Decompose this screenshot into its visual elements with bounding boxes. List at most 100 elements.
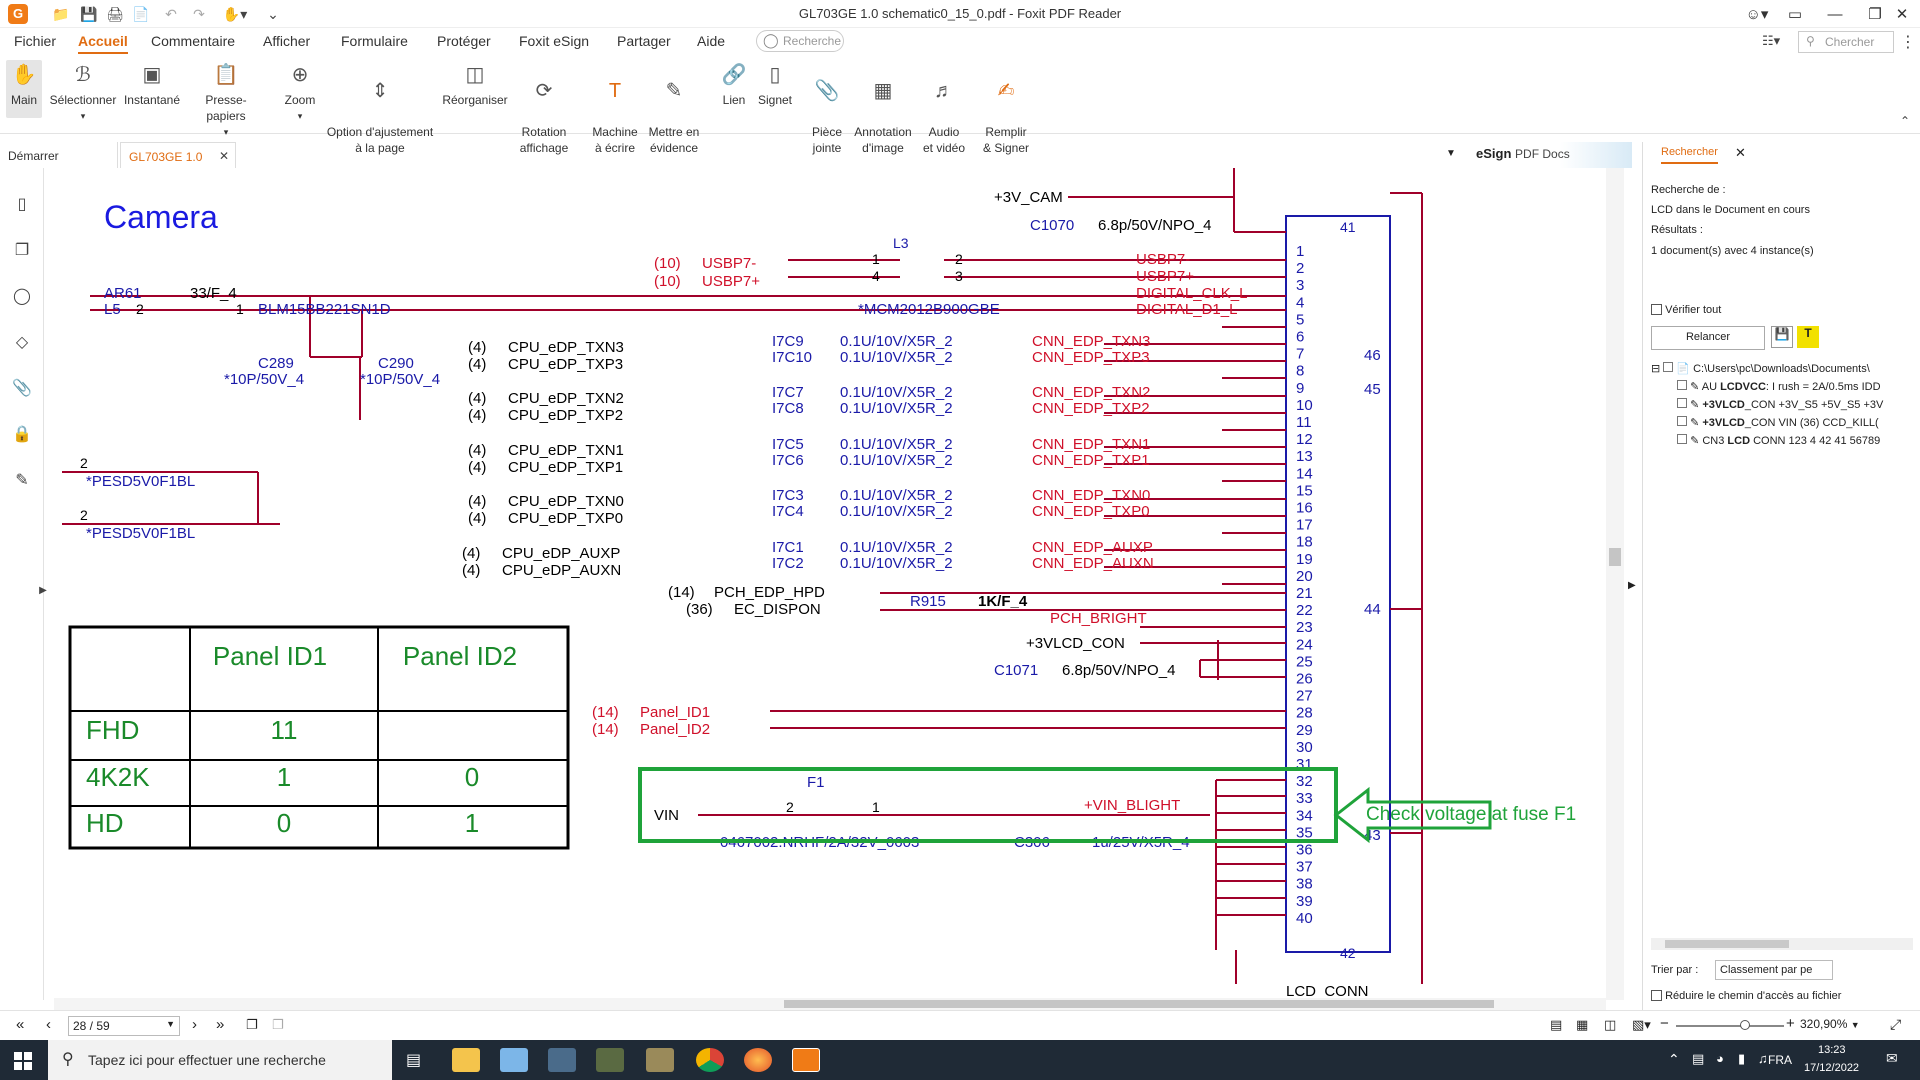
ribbon-rotate[interactable]: ⟳ Rotation affichage: [514, 60, 574, 172]
find-options-icon[interactable]: ☷▾: [1762, 33, 1781, 48]
task-view-icon[interactable]: ▤: [406, 1052, 422, 1069]
redo-icon[interactable]: ↷: [193, 5, 205, 22]
zoom-level-select[interactable]: 320,90% ▼: [1800, 1017, 1860, 1031]
ribbon-link[interactable]: 🔗 Lien: [716, 60, 752, 108]
comments-panel-icon[interactable]: ◯: [13, 288, 31, 305]
save-results-icon[interactable]: 💾: [1771, 326, 1793, 348]
ribbon-hand[interactable]: ✋ Main: [6, 60, 42, 118]
layers-panel-icon[interactable]: ◇: [15, 334, 29, 351]
page-number-input[interactable]: 28 / 59 ▼: [68, 1016, 180, 1036]
menu-search-input[interactable]: ◯ Recherche: [756, 30, 844, 52]
fullscreen-icon[interactable]: ⤢: [1890, 1016, 1902, 1032]
copy-icon[interactable]: ❐: [246, 1017, 258, 1032]
zoom-slider-thumb[interactable]: [1740, 1020, 1750, 1030]
collapse-ribbon-icon[interactable]: ⌃: [1900, 114, 1911, 128]
ribbon-typewriter[interactable]: T Machine à écrire: [586, 60, 644, 172]
paste-icon[interactable]: ❐: [272, 1017, 284, 1032]
account-icon[interactable]: ☺▾: [1745, 6, 1769, 23]
check-all-checkbox[interactable]: Vérifier tout: [1651, 304, 1721, 316]
security-panel-icon[interactable]: 🔒: [12, 426, 32, 443]
ribbon-zoom[interactable]: ⊕ Zoom ▾: [280, 60, 320, 124]
chrome-icon[interactable]: [696, 1048, 724, 1072]
ribbon-fill-sign[interactable]: ✍ Remplir & Signer: [978, 60, 1034, 172]
clock-time[interactable]: 13:23: [1818, 1044, 1846, 1056]
battery-icon[interactable]: ▮: [1738, 1051, 1746, 1066]
collapse-right-panel-icon[interactable]: ▶: [1628, 580, 1636, 591]
notifications-icon[interactable]: ✉: [1886, 1050, 1898, 1066]
result-item[interactable]: ✎ +3VLCD_CON VIN (36) CCD_KILL(: [1677, 416, 1913, 429]
restore-layout-icon[interactable]: ▭: [1787, 6, 1803, 23]
h-scroll-thumb[interactable]: [784, 1000, 1494, 1008]
menu-view[interactable]: Afficher: [263, 33, 311, 49]
zoom-slider[interactable]: [1676, 1020, 1784, 1030]
ribbon-select[interactable]: ℬ Sélectionner ▾: [48, 60, 118, 124]
tab-document[interactable]: GL703GE 1.0 sc... ✕: [120, 142, 236, 178]
reduce-path-checkbox[interactable]: Réduire le chemin d'accès au fichier: [1651, 990, 1841, 1002]
zoom-in-icon[interactable]: +: [1786, 1015, 1795, 1032]
save-icon[interactable]: 💾: [80, 5, 98, 22]
firefox-icon[interactable]: [744, 1048, 772, 1072]
continuous-view-icon[interactable]: ▦: [1576, 1017, 1589, 1032]
result-item[interactable]: ✎ AU LCDVCC: I rush = 2A/0.5ms IDD: [1677, 380, 1913, 393]
tab-start[interactable]: Démarrer: [0, 142, 118, 168]
clock-date[interactable]: 17/12/2022: [1804, 1062, 1860, 1074]
ribbon-audio-video[interactable]: ♬ Audio et vidéo: [918, 60, 970, 172]
expand-panel-icon[interactable]: ▶: [39, 584, 47, 596]
pages-panel-icon[interactable]: ❐: [14, 242, 30, 259]
more-options-icon[interactable]: ⋮: [1900, 34, 1916, 51]
attachments-panel-icon[interactable]: 📎: [12, 380, 32, 397]
zoom-out-icon[interactable]: −: [1660, 1015, 1669, 1032]
single-page-view-icon[interactable]: ▤: [1550, 1017, 1563, 1032]
close-button[interactable]: ✕: [1895, 6, 1909, 23]
volume-icon[interactable]: ♫: [1758, 1051, 1768, 1066]
app-icon[interactable]: [646, 1048, 674, 1072]
ribbon-clipboard[interactable]: 📋 Presse-papiers ▾: [186, 60, 266, 140]
wifi-icon[interactable]: ◕: [1716, 1051, 1724, 1066]
language-indicator[interactable]: FRA: [1768, 1053, 1792, 1067]
tab-search[interactable]: Rechercher: [1661, 146, 1718, 164]
customize-toolbar-icon[interactable]: ⌄: [267, 5, 279, 22]
menu-file[interactable]: Fichier: [14, 33, 57, 49]
open-icon[interactable]: 📁: [52, 5, 70, 22]
hand-tool-dropdown-icon[interactable]: ✋▾: [222, 5, 248, 22]
previous-page-icon[interactable]: ‹: [46, 1016, 51, 1033]
next-page-icon[interactable]: ›: [192, 1016, 197, 1033]
horizontal-scrollbar[interactable]: [54, 998, 1606, 1010]
ribbon-highlight[interactable]: ✎ Mettre en évidence: [644, 60, 704, 172]
app-icon[interactable]: [548, 1048, 576, 1072]
menu-form[interactable]: Formulaire: [341, 33, 408, 49]
menu-protect[interactable]: Protéger: [437, 33, 491, 49]
result-item[interactable]: ✎ CN3 LCD CONN 123 4 42 41 56789: [1677, 434, 1913, 447]
close-search-panel-icon[interactable]: ✕: [1735, 145, 1746, 160]
notepad-icon[interactable]: [500, 1048, 528, 1072]
top-search-input[interactable]: ⚲ Chercher: [1798, 31, 1894, 53]
highlight-results-icon[interactable]: T: [1797, 326, 1819, 348]
facing-view-icon[interactable]: ◫: [1604, 1017, 1617, 1032]
minimize-button[interactable]: —: [1827, 5, 1843, 23]
tab-list-dropdown-icon[interactable]: ▼: [1446, 148, 1456, 159]
signature-panel-icon[interactable]: ✎: [15, 472, 29, 489]
scroll-thumb[interactable]: [1609, 548, 1621, 566]
app-icon[interactable]: [596, 1048, 624, 1072]
sort-select[interactable]: Classement par pe: [1715, 960, 1833, 980]
taskbar-search-input[interactable]: ⚲ Tapez ici pour effectuer une recherche: [48, 1040, 392, 1080]
undo-icon[interactable]: ↶: [165, 5, 177, 22]
relaunch-button[interactable]: Relancer: [1651, 326, 1765, 350]
bookmark-panel-icon[interactable]: ▯: [17, 196, 27, 213]
menu-help[interactable]: Aide: [697, 33, 726, 49]
ribbon-bookmark[interactable]: ▯ Signet: [756, 60, 794, 108]
foxit-taskbar-icon[interactable]: [792, 1048, 820, 1072]
print-preview-icon[interactable]: 📄: [132, 5, 150, 22]
continuous-facing-icon[interactable]: ▧▾: [1632, 1017, 1651, 1032]
result-item[interactable]: ✎ +3VLCD_CON +3V_S5 +5V_S5 +3V: [1677, 398, 1913, 411]
menu-home[interactable]: Accueil: [78, 33, 128, 54]
network-icon[interactable]: ▤: [1692, 1051, 1705, 1066]
ribbon-fit-page[interactable]: ⇕ Option d'ajustement à la page: [322, 60, 438, 172]
windows-start-icon[interactable]: [14, 1052, 32, 1070]
close-tab-icon[interactable]: ✕: [218, 149, 229, 163]
foxit-logo-icon[interactable]: G: [8, 4, 28, 24]
ribbon-reorganize[interactable]: ◫ Réorganiser: [440, 60, 510, 108]
ribbon-snapshot[interactable]: ▣ Instantané: [122, 60, 182, 108]
tree-root[interactable]: ⊟ 📄 C:\Users\pc\Downloads\Documents\: [1651, 362, 1870, 375]
